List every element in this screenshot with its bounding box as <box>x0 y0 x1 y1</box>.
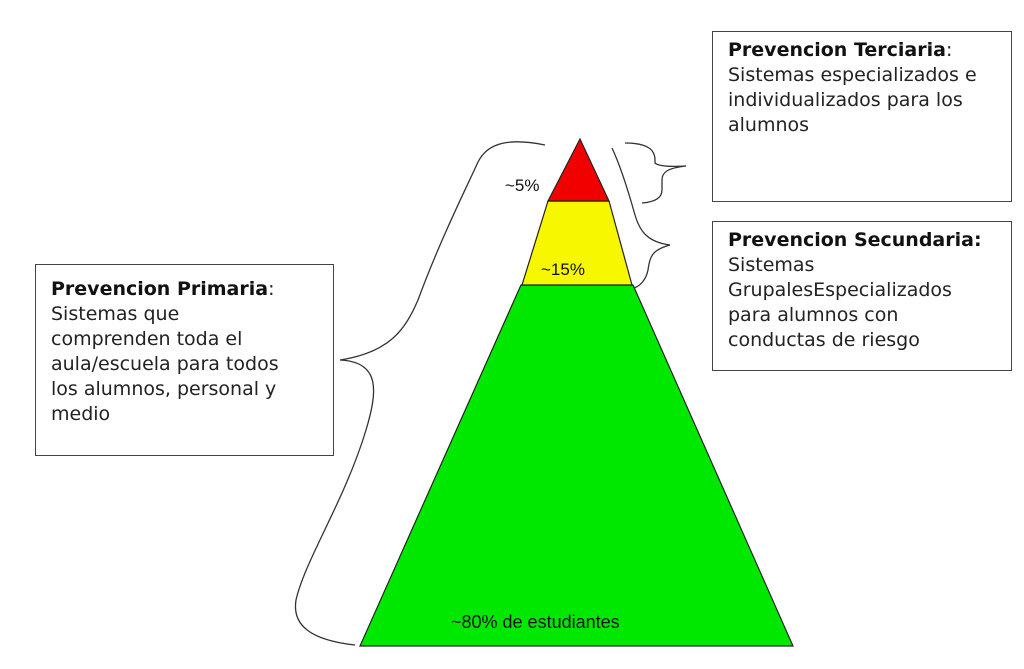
primary-desc-line: los alumnos, personal y <box>51 378 277 400</box>
tertiary-desc-line: Sistemas especializados e <box>728 64 977 86</box>
primary-prevention-title: Prevencion Primaria <box>51 278 269 300</box>
brace-secondary <box>611 147 671 289</box>
secondary-desc-line: para alumnos con <box>728 304 899 326</box>
primary-prevention-box: Prevencion Primaria: Sistemas que compre… <box>35 264 334 456</box>
tertiary-title-separator: : <box>945 39 953 61</box>
tertiary-desc-line: alumnos <box>728 114 810 136</box>
secondary-desc-line: conductas de riesgo <box>728 329 920 351</box>
tertiary-prevention-title: Prevencion Terciaria <box>728 39 946 61</box>
tertiary-prevention-box: Prevencion Terciaria: Sistemas especiali… <box>712 31 1012 202</box>
tier-label-tertiary: ~5% <box>505 176 540 195</box>
secondary-desc-line: Sistemas <box>728 254 815 276</box>
brace-tertiary <box>624 142 687 204</box>
tertiary-desc-line: individualizados para los <box>728 89 963 111</box>
primary-title-separator: : <box>268 278 275 300</box>
pyramid-tier-tertiary <box>547 137 610 202</box>
primary-desc-line: aula/escuela para todos <box>51 353 279 375</box>
secondary-desc-line: GrupalesEspecializados <box>728 279 952 301</box>
brace-primary <box>294 141 546 646</box>
tier-label-primary: ~80% de estudiantes <box>451 612 620 632</box>
primary-desc-line: Sistemas que <box>51 303 180 325</box>
tier-label-secondary: ~15% <box>541 260 585 279</box>
secondary-prevention-title: Prevencion Secundaria: <box>728 229 982 251</box>
primary-desc-line: medio <box>51 403 111 425</box>
primary-desc-line: comprenden toda el <box>51 328 243 350</box>
secondary-prevention-box: Prevencion Secundaria: Sistemas Grupales… <box>712 221 1012 371</box>
